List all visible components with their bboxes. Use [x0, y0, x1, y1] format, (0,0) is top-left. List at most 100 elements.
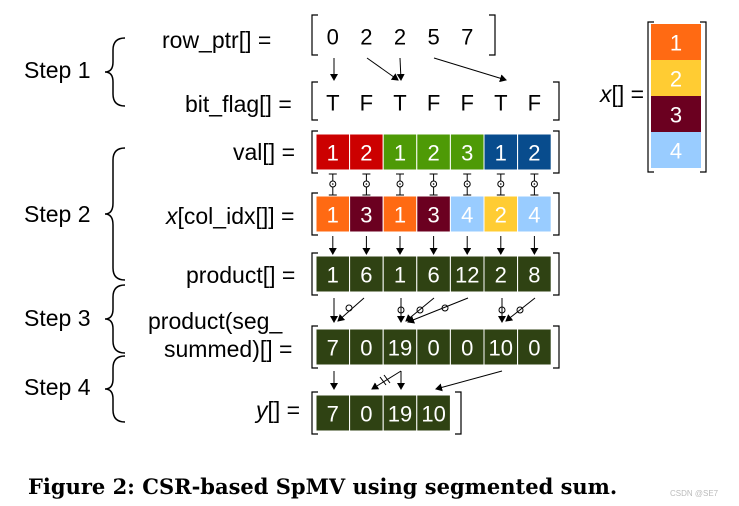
watermark: CSDN @SE7	[670, 489, 719, 498]
xvec-value-3: 4	[670, 139, 682, 164]
val-value-2: 1	[394, 141, 406, 166]
step-4-brace	[104, 355, 126, 423]
bit-flag-bracket-left	[311, 81, 318, 121]
y-cell-2	[382, 394, 418, 432]
row-ptr-bracket-right	[489, 14, 496, 56]
xcol-label-italic: x	[165, 203, 179, 229]
segsum-bracket-right	[553, 325, 560, 369]
compact-arrow-1	[371, 370, 402, 390]
xcol-cell-6	[517, 195, 552, 233]
seg-plus-g	[516, 306, 524, 314]
y-cell-0	[315, 394, 351, 432]
y-label: y[] =	[254, 397, 300, 423]
xcol-cell-2	[382, 195, 418, 233]
segsum-value-2: 19	[388, 336, 412, 361]
seg-plus-c	[397, 306, 405, 314]
val-value-1: 2	[360, 141, 372, 166]
product-value-4: 12	[455, 263, 479, 288]
segsum-arrows	[330, 297, 536, 324]
xcol-cell-5	[483, 195, 519, 233]
xvec-value-2: 3	[670, 103, 682, 128]
bit-flag-value-0: T	[326, 91, 339, 116]
xvec-bracket-right	[700, 21, 707, 173]
bit-flag-value-2: T	[393, 91, 406, 116]
segsum-value-1: 0	[360, 336, 372, 361]
mult-dot-3	[432, 183, 435, 185]
y-value-3: 10	[421, 402, 445, 427]
segsum-value-0: 7	[327, 336, 339, 361]
val-cell-3	[416, 133, 451, 171]
xcol-value-6: 4	[528, 203, 540, 228]
y-cell-3	[416, 394, 451, 432]
rowptr-arrow-1	[366, 57, 399, 81]
figure-caption: Figure 2: CSR-based SpMV using segmented…	[28, 474, 617, 499]
segsum-cell-6	[517, 328, 552, 366]
seg-plus-e	[441, 304, 449, 312]
row-ptr-label: row_ptr[] =	[162, 27, 271, 53]
xvec-value-0: 1	[670, 31, 682, 56]
val-cell-6	[517, 133, 552, 171]
bit-flag-value-5: T	[494, 91, 507, 116]
xvec-label-rest: [] =	[612, 81, 645, 107]
xcol-cell-1	[349, 195, 384, 233]
mult-dot-1	[365, 183, 368, 185]
seg-arrow-e	[407, 297, 469, 324]
step-4-label: Step 4	[24, 374, 91, 400]
bit-flag-value-4: F	[460, 91, 473, 116]
xcol-value-2: 1	[394, 203, 406, 228]
mult-dot-5	[500, 183, 502, 185]
step-1-brace	[104, 37, 126, 107]
val-label: val[] =	[233, 139, 295, 165]
product-value-0: 1	[327, 263, 339, 288]
xvec-cell-3	[651, 132, 701, 168]
step-1-label: Step 1	[24, 57, 91, 83]
segsum-label-line2: summed)[] =	[164, 336, 292, 362]
bit-flag-value-1: F	[360, 91, 373, 116]
xvec-cell-1	[651, 60, 701, 96]
product-bracket-left	[311, 252, 318, 296]
row-ptr-bracket-left	[311, 14, 318, 56]
product-value-1: 6	[360, 263, 372, 288]
product-cell-1	[349, 255, 384, 293]
product-value-5: 2	[495, 263, 507, 288]
product-bracket-right	[553, 252, 560, 296]
val-cell-2	[382, 133, 418, 171]
seg-plus-f	[498, 306, 506, 314]
product-cell-6	[517, 255, 552, 293]
bit-flag-label: bit_flag[] =	[185, 91, 292, 117]
step-3-label: Step 3	[24, 305, 91, 331]
xcol-value-4: 4	[461, 203, 473, 228]
mult-dot-2	[399, 183, 401, 185]
product-cell-3	[416, 255, 451, 293]
product-value-2: 1	[394, 263, 406, 288]
xcol-cell-3	[416, 195, 451, 233]
step-3-brace	[104, 284, 126, 354]
product-cell-2	[382, 255, 418, 293]
xcol-bracket-right	[553, 192, 560, 236]
val-bracket-right	[553, 130, 560, 174]
compact-arrow-3	[435, 370, 503, 392]
segsum-label-line1: product(seg_	[148, 308, 283, 334]
mult-dot-0	[332, 183, 334, 185]
seg-plus-d	[416, 306, 424, 314]
mult-dot-6	[533, 183, 536, 185]
xcol-label: x[col_idx[]] =	[165, 203, 294, 229]
xcol-value-5: 2	[495, 203, 507, 228]
compaction-arrows	[330, 370, 503, 392]
bit-flag-value-6: F	[528, 91, 541, 116]
compact-arrow-1-hash-a	[379, 376, 387, 386]
val-cell-1	[349, 133, 384, 171]
y-value-0: 7	[327, 402, 339, 427]
row-ptr-value-4: 7	[461, 25, 473, 50]
compact-arrow-1-hash-b	[383, 374, 391, 384]
xvec-value-1: 2	[670, 67, 682, 92]
y-cell-1	[349, 394, 384, 432]
segsum-cell-0	[315, 328, 351, 366]
